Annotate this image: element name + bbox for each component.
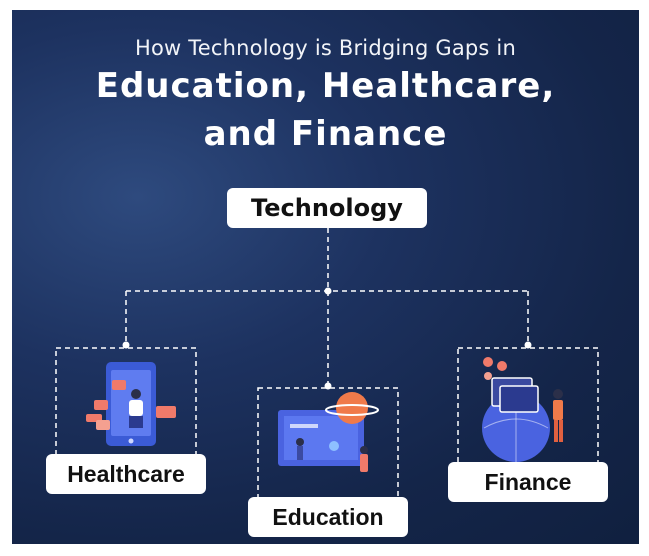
node-technology: Technology <box>227 188 427 228</box>
healthcare-illustration <box>86 362 176 446</box>
title-line-1: How Technology is Bridging Gaps in <box>135 36 516 60</box>
junction-dot-healthcare <box>122 341 130 349</box>
junction-dot-center <box>324 287 332 295</box>
infographic-panel: How Technology is Bridging Gaps in Educa… <box>12 10 639 544</box>
node-finance: Finance <box>448 462 608 502</box>
education-illustration <box>278 392 379 472</box>
title-line-3: and Finance <box>203 114 448 154</box>
node-education: Education <box>248 497 408 537</box>
junction-dot-finance <box>524 341 532 349</box>
junction-dot-education <box>324 382 332 390</box>
node-healthcare: Healthcare <box>46 454 206 494</box>
title-line-2: Education, Healthcare, <box>95 66 556 106</box>
finance-illustration <box>482 357 563 462</box>
